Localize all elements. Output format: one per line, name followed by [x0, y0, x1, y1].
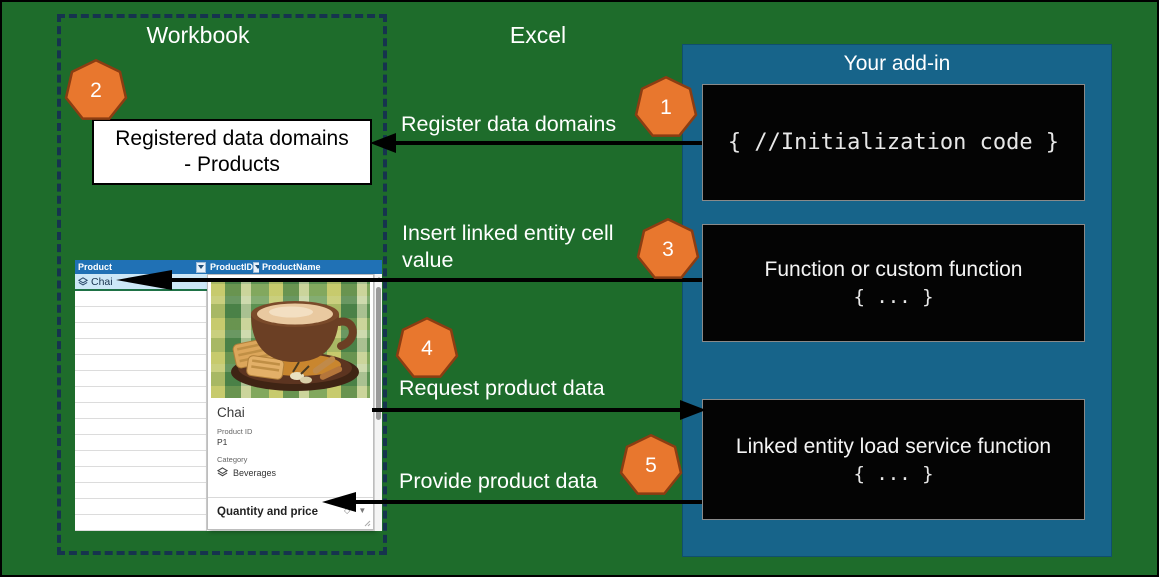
linked-entity-icon	[217, 467, 228, 477]
card-category-row: Beverages	[217, 467, 276, 478]
step3-badge-number: 3	[662, 238, 674, 261]
linked-entity-icon	[78, 276, 88, 285]
step1-badge-number: 1	[660, 96, 672, 119]
load-service-box-code: { ... }	[853, 462, 934, 485]
function-box-title: Function or custom function	[764, 258, 1023, 281]
filter-dropdown-icon	[196, 261, 206, 273]
function-box: Function or custom function { ... }	[702, 224, 1085, 342]
card-product-id-label: Product ID	[217, 427, 253, 436]
addin-panel-title: Your add-in	[843, 52, 951, 75]
filter-dropdown-icon	[253, 261, 259, 273]
chai-product-photo	[211, 278, 370, 398]
step1-badge: 1	[633, 76, 699, 140]
column-header-productid-label: ProductID	[210, 262, 254, 272]
card-product-id-value: P1	[217, 437, 228, 447]
initialization-code-text: { //Initialization code }	[727, 130, 1060, 155]
column-header-productname-label: ProductName	[262, 262, 321, 272]
resize-grip-icon	[364, 520, 371, 527]
arrow1-head-left-icon	[370, 133, 396, 153]
step1-label: Register data domains	[401, 112, 617, 136]
card-category-value: Beverages	[233, 467, 277, 478]
registered-domains-box: Registered data domains - Products	[92, 119, 372, 185]
load-service-function-box: Linked entity load service function { ..…	[702, 399, 1085, 520]
arrow3-line	[167, 278, 702, 282]
column-header-product-label: Product	[78, 262, 113, 272]
chai-cup-illustration-icon	[231, 301, 359, 391]
workbook-dashed-region	[57, 14, 387, 555]
workbook-region-label: Workbook	[146, 22, 250, 48]
column-header-productid: ProductID	[207, 260, 259, 274]
step3-label: Insert linked entity cell value	[402, 221, 614, 272]
heptagon-icon	[64, 59, 128, 120]
product-card: Chai Product ID P1 Category Beverages Qu…	[207, 274, 374, 530]
heptagon-icon	[636, 218, 700, 279]
card-scrollbar	[374, 274, 382, 531]
function-box-code: { ... }	[853, 286, 934, 308]
scrollbar-thumb	[376, 287, 381, 420]
card-section-header: Quantity and price	[217, 506, 318, 518]
card-category-label: Category	[217, 455, 248, 464]
column-header-productname: ProductName	[259, 260, 374, 274]
card-divider	[208, 497, 373, 498]
load-service-box-title: Linked entity load service function	[735, 434, 1052, 458]
initialization-code-box: { //Initialization code }	[702, 84, 1085, 201]
arrow4-line	[372, 408, 682, 412]
step5-label: Provide product data	[399, 469, 598, 493]
excel-screenshot: Product ProductID ProductName Chai	[75, 260, 382, 531]
card-title: Chai	[217, 405, 245, 420]
step3-badge: 3	[635, 218, 701, 282]
heptagon-icon	[619, 434, 683, 495]
step2-badge: 2	[63, 59, 129, 123]
arrow5-head-left-icon	[322, 492, 356, 512]
empty-grid-rows	[75, 291, 207, 531]
heptagon-icon	[634, 76, 698, 137]
heptagon-icon	[395, 317, 459, 378]
step4-label: Request product data	[399, 376, 605, 400]
registered-domains-line2: - Products	[184, 153, 280, 176]
step4-badge: 4	[394, 317, 460, 381]
chai-cell-text: Chai	[91, 275, 113, 288]
step2-badge-number: 2	[90, 79, 102, 102]
arrow5-line	[354, 500, 702, 504]
registered-domains-line1: Registered data domains	[115, 126, 349, 150]
step5-badge-number: 5	[645, 454, 657, 477]
excel-region-label: Excel	[509, 22, 567, 48]
step5-badge: 5	[618, 434, 684, 498]
column-header-product: Product	[75, 260, 207, 274]
arrow4-head-right-icon	[680, 400, 706, 420]
step4-badge-number: 4	[421, 337, 433, 360]
arrow3-head-left-icon	[116, 270, 172, 290]
arrow1-line	[392, 141, 702, 145]
